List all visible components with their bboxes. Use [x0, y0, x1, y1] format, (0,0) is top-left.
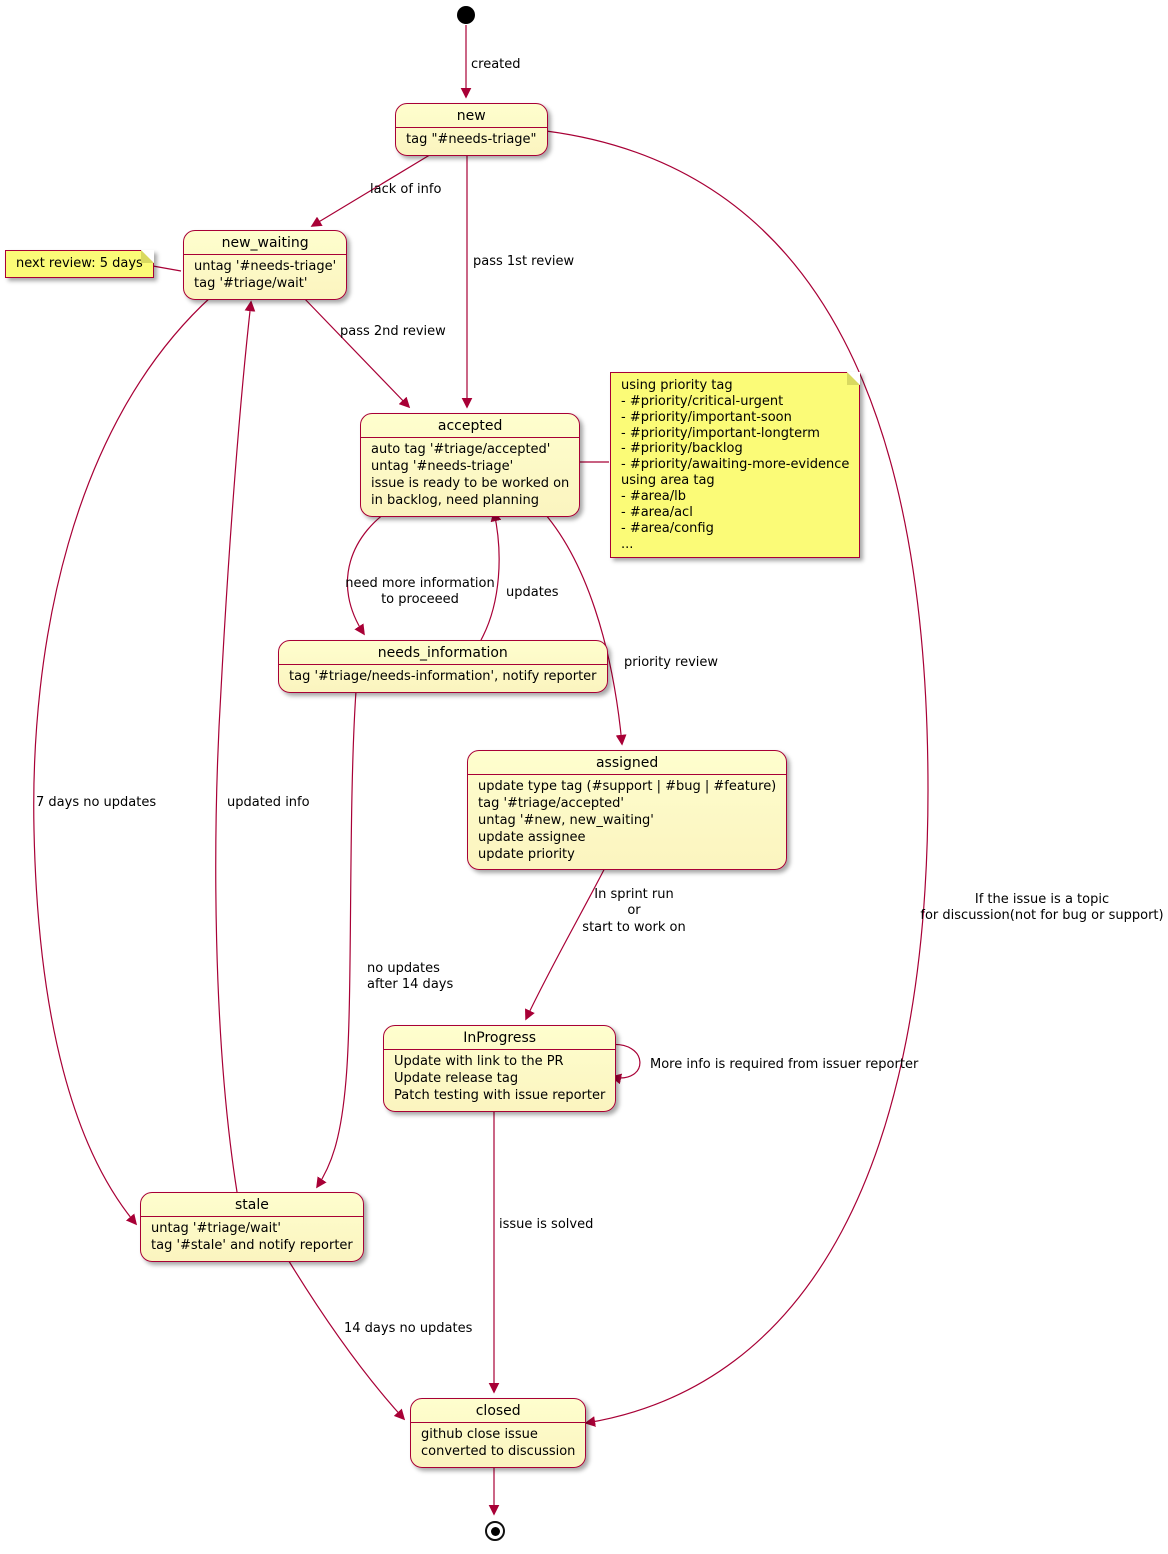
edge-label-line: to proceeed — [381, 592, 459, 608]
note-priority-line: - #priority/critical-urgent — [621, 393, 784, 409]
note-priority-line: - #priority/important-longterm — [621, 425, 820, 441]
edge-no-updates-after-14-days — [316, 690, 357, 1189]
edge-label-topic-discussion: If the issue is a topic for discussion(n… — [920, 892, 1163, 925]
state-assigned-line: update priority — [478, 846, 575, 862]
edge-label-updates: updates — [506, 585, 559, 600]
edge-label-issue-is-solved: issue is solved — [499, 1217, 594, 1232]
edge-label-line: start to work on — [582, 919, 686, 935]
state-in-progress-line: Update release tag — [394, 1070, 519, 1086]
state-assigned-line: untag '#new, new_waiting' — [478, 812, 654, 828]
edge-label-pass-2nd-review: pass 2nd review — [340, 324, 446, 339]
state-in-progress-line: Patch testing with issue reporter — [394, 1087, 606, 1103]
edge-lack-of-info — [310, 152, 434, 227]
state-new-line: tag "#needs-triage" — [406, 132, 537, 147]
edge-label-need-more-information: need more information to proceeed — [345, 576, 494, 609]
state-accepted: accepted auto tag '#triage/accepted' unt… — [360, 413, 581, 517]
edge-label-pass-1st-review: pass 1st review — [473, 254, 575, 269]
note-next-review: next review: 5 days — [5, 249, 154, 278]
edge-14-days-no-updates — [286, 1257, 406, 1421]
state-stale: stale untag '#triage/wait' tag '#stale' … — [140, 1192, 364, 1262]
state-stale-line: tag '#stale' and notify reporter — [151, 1237, 353, 1253]
note-priority-line: using area tag — [621, 473, 715, 489]
edge-inprogress-self-loop — [606, 1043, 641, 1085]
state-accepted-line: issue is ready to be worked on — [371, 475, 570, 491]
edge-label-priority-review: priority review — [624, 655, 719, 670]
state-accepted-title: accepted — [361, 414, 580, 438]
note-priority-line: - #area/config — [621, 520, 714, 536]
state-in-progress: InProgress Update with link to the PR Up… — [383, 1025, 617, 1112]
edge-7-days-no-updates — [33, 295, 213, 1226]
note-priority-line: - #area/lb — [621, 489, 686, 505]
note-priority-line: - #area/acl — [621, 504, 693, 520]
note-priority-line: - #priority/backlog — [621, 441, 743, 457]
edge-need-more-information — [346, 504, 398, 636]
state-assigned-line: tag '#triage/accepted' — [478, 795, 624, 811]
edge-updates — [480, 510, 502, 641]
edge-label-updated-info: updated info — [227, 795, 310, 810]
edge-label-in-sprint: In sprint run or start to work on — [582, 887, 685, 936]
state-stale-title: stale — [141, 1193, 363, 1217]
state-accepted-line: auto tag '#triage/accepted' — [371, 442, 551, 457]
edge-label-14-days-no-updates: 14 days no updates — [344, 1321, 473, 1336]
state-new-waiting-title: new_waiting — [184, 231, 347, 255]
edge-label-lack-of-info: lack of info — [370, 182, 442, 197]
state-new-waiting-line: untag '#needs-triage' — [194, 259, 337, 274]
edge-label-7-days-no-updates: 7 days no updates — [36, 795, 157, 810]
state-new-waiting: new_waiting untag '#needs-triage' tag '#… — [183, 230, 348, 300]
state-stale-line: untag '#triage/wait' — [151, 1221, 281, 1236]
note-priority-tags: using priority tag - #priority/critical-… — [610, 372, 861, 559]
state-needs-information: needs_information tag '#triage/needs-inf… — [278, 640, 608, 693]
edge-label-line: for discussion(not for bug or support) — [920, 908, 1164, 924]
edge-topic-discussion — [545, 130, 929, 1427]
edge-in-sprint — [525, 859, 610, 1021]
state-in-progress-title: InProgress — [384, 1026, 616, 1050]
state-closed: closed github close issue converted to d… — [410, 1398, 587, 1468]
edge-label-more-info-loop: More info is required from issuer report… — [650, 1057, 919, 1072]
note-priority-line: - #priority/awaiting-more-evidence — [621, 457, 850, 473]
state-closed-line: converted to discussion — [421, 1443, 576, 1459]
state-assigned: assigned update type tag (#support | #bu… — [467, 750, 788, 871]
state-in-progress-line: Update with link to the PR — [394, 1054, 564, 1069]
state-closed-title: closed — [411, 1399, 586, 1423]
edge-label-no-updates-after-14-days: no updates after 14 days — [367, 961, 453, 994]
state-new: new tag "#needs-triage" — [395, 103, 548, 156]
note-priority-line: ... — [621, 536, 634, 552]
state-accepted-line: untag '#needs-triage' — [371, 458, 514, 474]
state-needs-information-line: tag '#triage/needs-information', notify … — [289, 669, 597, 684]
state-accepted-line: in backlog, need planning — [371, 492, 539, 508]
state-new-waiting-line: tag '#triage/wait' — [194, 275, 308, 291]
state-assigned-title: assigned — [468, 751, 787, 775]
note-next-review-line: next review: 5 days — [16, 256, 143, 271]
edge-label-line: or — [627, 903, 641, 919]
edge-label-line: If the issue is a topic — [974, 892, 1110, 907]
edge-label-line: no updates — [367, 961, 440, 976]
edge-updated-info — [215, 300, 256, 1193]
state-assigned-line: update assignee — [478, 829, 586, 845]
final-state-dot — [490, 1526, 500, 1536]
state-new-title: new — [396, 104, 547, 128]
edge-priority-review — [536, 504, 627, 746]
edge-pass-2nd-review — [301, 295, 411, 409]
state-needs-information-title: needs_information — [279, 641, 607, 665]
edge-label-line: In sprint run — [594, 887, 674, 902]
state-assigned-line: update type tag (#support | #bug | #feat… — [478, 779, 777, 794]
edge-label-created: created — [471, 57, 521, 72]
initial-state-node — [457, 6, 475, 24]
note-priority-line: - #priority/important-soon — [621, 409, 792, 425]
note-priority-line: using priority tag — [621, 378, 733, 393]
state-closed-line: github close issue — [421, 1427, 538, 1442]
edge-label-line: need more information — [345, 576, 495, 591]
final-state-node — [485, 1521, 505, 1541]
edge-label-line: after 14 days — [367, 977, 454, 993]
